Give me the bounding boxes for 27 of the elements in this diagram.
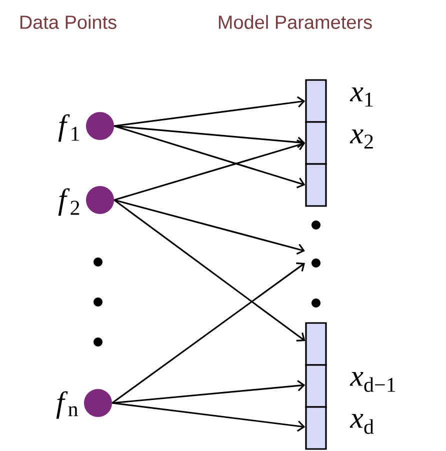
arrow [114,125,306,188]
arrow [114,140,306,201]
parameter-box [305,364,327,408]
parameter-label: x$_{1}$ [350,87,373,107]
arrow [114,125,306,148]
data-point: f$_{n}$ [56,389,112,419]
parameter-box [305,406,327,450]
parameter-box [305,163,327,207]
parameter-box [305,322,327,366]
node-label: f$_{1}$ [58,114,80,142]
column-heading: Data Points [20,15,116,29]
parameter-box [305,79,327,123]
arrow [112,262,305,404]
arrow [112,380,306,404]
node-label: f$_{2}$ [58,188,80,216]
parameter-label: x$_{2}$ [350,129,373,149]
data-point: f$_{1}$ [58,112,114,142]
arrow [114,96,306,127]
node-label: f$_{n}$ [56,391,78,419]
arrow [112,402,306,432]
arrow [114,199,306,342]
column-heading: Model Parameters [218,15,372,29]
data-point: f$_{2}$ [58,186,114,216]
arrow [114,199,305,255]
parameter-label: x$_{d−1}$ [350,372,396,392]
parameter-label: x$_{d}$ [350,414,374,434]
parameter-box [305,121,327,165]
